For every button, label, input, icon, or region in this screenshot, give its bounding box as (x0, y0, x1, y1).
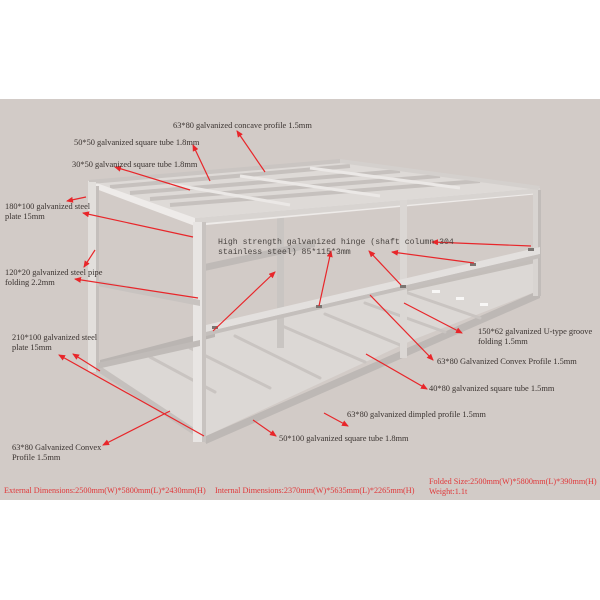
label-line-2: folding 2.2mm (5, 278, 55, 287)
folding-container-frame-drawing (58, 130, 541, 446)
spec-weight: Weight:1.1t (429, 487, 468, 496)
label-line-1: High strength galvanized hinge (shaft co… (218, 238, 454, 247)
label-line-1: 63*80 Galvanized Convex (12, 443, 102, 452)
spec-external-dimensions: External Dimensions:2500mm(W)*5800mm(L)*… (4, 486, 206, 495)
label-line-1: 120*20 galvanized steel pipe (5, 268, 103, 277)
label-line-1: 210*100 galvanized steel (12, 333, 98, 342)
label-steel-plate-210x100: 210*100 galvanized steel plate 15mm (12, 333, 97, 353)
label-top-concave-profile: 63*80 galvanized concave profile 1.5mm (173, 121, 312, 130)
annotation-arrows (58, 130, 532, 446)
label-line-2: plate 15mm (12, 343, 52, 352)
label-steel-pipe-120x20: 120*20 galvanized steel pipe folding 2.2… (5, 268, 102, 288)
label-hinge: High strength galvanized hinge (shaft co… (218, 238, 454, 258)
label-steel-plate-180x100: 180*100 galvanized steel plate 15mm (5, 202, 90, 222)
label-dimpled-profile: 63*80 galvanized dimpled profile 1.5mm (347, 410, 486, 419)
label-convex-profile-left: 63*80 Galvanized Convex Profile 1.5mm (12, 443, 101, 463)
label-square-tube-50x100: 50*100 galvanized square tube 1.8mm (279, 434, 409, 443)
diagram-panel: 63*80 galvanized concave profile 1.5mm 5… (0, 99, 600, 500)
label-line-1: 150*62 galvanized U-type groove (478, 327, 593, 336)
label-square-tube-40x80: 40*80 galvanized square tube 1.5mm (429, 384, 555, 393)
label-line-2: folding 1.5mm (478, 337, 528, 346)
label-square-tube-30x50: 30*50 galvanized square tube 1.8mm (72, 160, 198, 169)
spec-folded-size: Folded Size:2500mm(W)*5800mm(L)*390mm(H) (429, 477, 597, 486)
label-line-1: 180*100 galvanized steel (5, 202, 91, 211)
label-square-tube-50x50: 50*50 galvanized square tube 1.8mm (74, 138, 200, 147)
label-line-2: stainless steel) 85*115*3mm (218, 248, 351, 257)
spec-internal-dimensions: Internal Dimensions:2370mm(W)*5635mm(L)*… (215, 486, 415, 495)
label-line-2: Profile 1.5mm (12, 453, 61, 462)
label-convex-profile-right: 63*80 Galvanized Convex Profile 1.5mm (437, 357, 577, 366)
label-u-groove: 150*62 galvanized U-type groove folding … (478, 327, 592, 347)
label-line-2: plate 15mm (5, 212, 45, 221)
